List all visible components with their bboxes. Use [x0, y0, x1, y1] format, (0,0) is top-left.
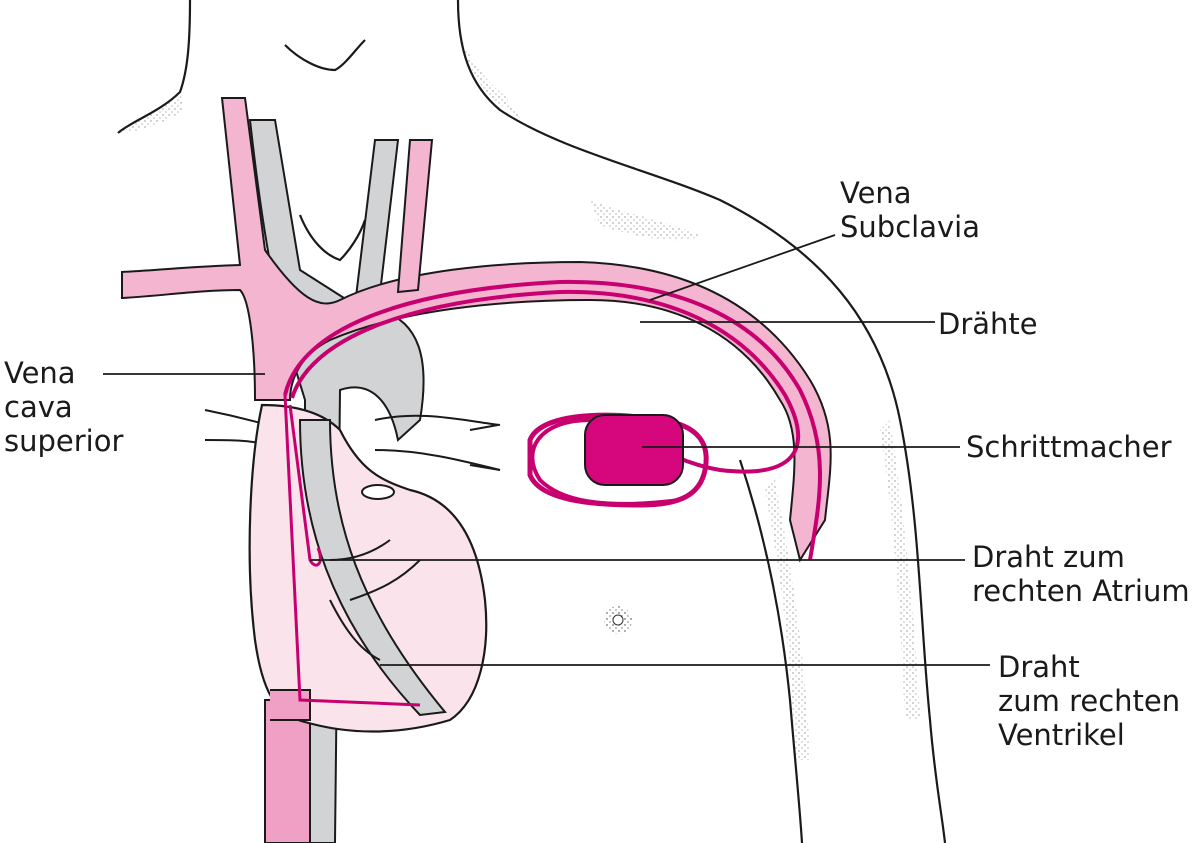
label-vena-subclavia-line-2: Subclavia [840, 210, 980, 244]
heart [248, 403, 488, 733]
pacemaker-wires [283, 279, 822, 707]
pacemaker-device [527, 412, 709, 508]
label-vena-cava-line-2: cava [4, 390, 73, 424]
label-vena-subclavia: Vena Subclavia [840, 176, 980, 244]
shading [118, 40, 920, 760]
leader-vena-subclavia [649, 234, 836, 301]
label-draht-ventrikel-line-1: Draht [998, 650, 1080, 684]
label-drahte-text: Drähte [938, 307, 1038, 341]
label-draht-ventrikel-line-3: Ventrikel [998, 718, 1125, 752]
label-draht-atrium-line-2: rechten Atrium [972, 574, 1190, 608]
label-vena-cava-line-1: Vena [4, 356, 76, 390]
label-schrittmacher-text: Schrittmacher [966, 430, 1172, 464]
label-vena-cava-line-3: superior [4, 424, 124, 458]
nipple [604, 606, 632, 634]
label-draht-atrium: Draht zum rechten Atrium [972, 540, 1190, 608]
label-draht-atrium-line-1: Draht zum [972, 540, 1125, 574]
label-drahte: Drähte [938, 307, 1038, 341]
label-draht-ventrikel: Draht zum rechten Ventrikel [998, 650, 1180, 752]
label-vena-subclavia-line-1: Vena [840, 176, 912, 210]
label-vena-cava-superior: Vena cava superior [4, 356, 123, 458]
label-schrittmacher: Schrittmacher [966, 430, 1172, 464]
body-outline [117, 0, 947, 843]
leader-lines [103, 234, 990, 666]
label-draht-ventrikel-line-2: zum rechten [998, 684, 1181, 718]
